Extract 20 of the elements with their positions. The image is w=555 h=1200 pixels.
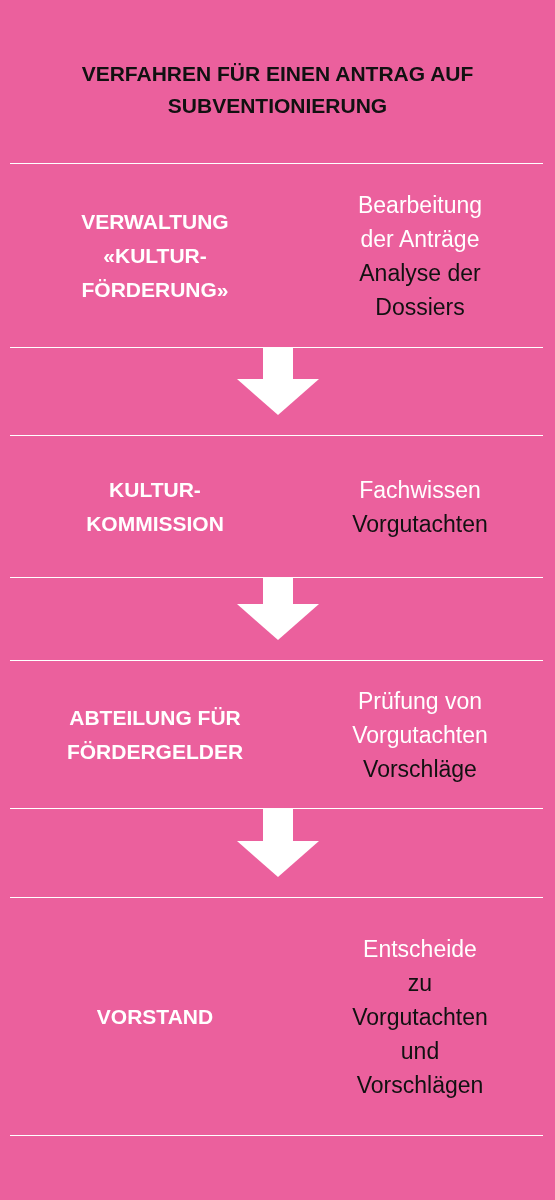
task-text: Bearbeitung der Anträge [356, 190, 483, 254]
stage-heading: ABTEILUNG FÜR FÖRDERGELDER [65, 704, 245, 765]
block-arrow [237, 348, 319, 415]
task-text: Fachwissen [358, 475, 482, 505]
process-band [10, 660, 543, 809]
task-text: Prüfung von Vorgutachten [351, 686, 489, 750]
process-band [10, 163, 543, 348]
diagram-title: VERFAHREN FÜR EINEN ANTRAG AUF SUBVENTIONIERUNG [80, 61, 475, 119]
block-arrow [237, 578, 319, 640]
task-text: Vorgutachten [351, 509, 489, 539]
task-text: zu Vorgutachten und Vorschlägen [351, 968, 489, 1100]
stage-heading: KULTUR-KOMMISSION [85, 476, 225, 537]
process-band [10, 435, 543, 578]
process-band [10, 897, 543, 1136]
task-text: Entscheide [362, 934, 478, 964]
stage-heading: VORSTAND [95, 1003, 215, 1030]
block-arrow [237, 809, 319, 877]
stage-heading: VERWALTUNG «KULTUR-FÖRDERUNG» [80, 208, 230, 303]
task-text: Vorschläge [362, 754, 478, 784]
task-text: Analyse der Dossiers [358, 258, 482, 322]
